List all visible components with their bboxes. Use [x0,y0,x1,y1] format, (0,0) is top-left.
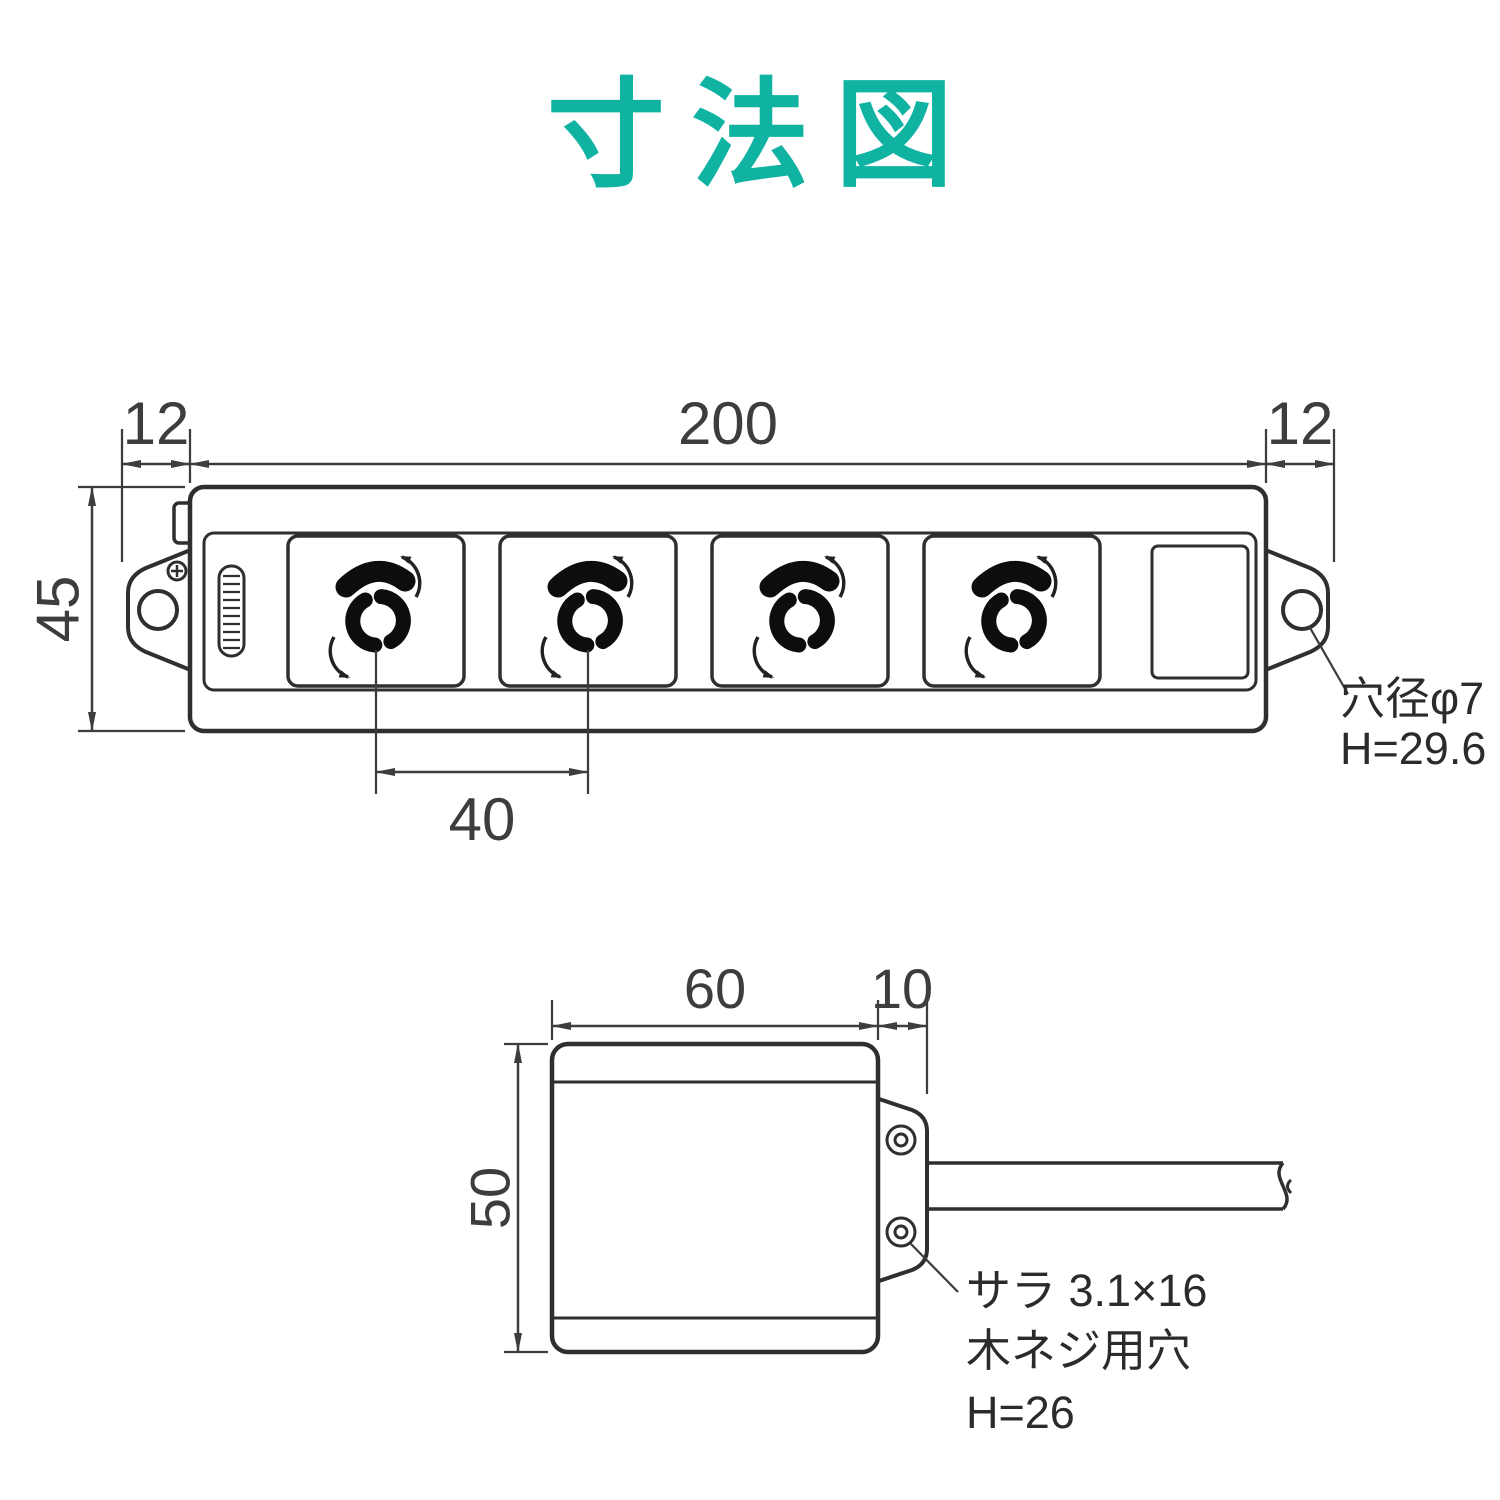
cord-break-line [1277,1161,1289,1211]
dim-top-widths: 12 200 12 [120,390,1336,562]
top-view-drawing: 12 200 12 45 40 穴径φ7 H=29.6 [25,390,1487,853]
page-title: 寸法図 [547,70,979,202]
dim-top-height: 45 [25,485,185,733]
side-view-drawing: 60 10 50 サラ 3.1×16 木ネジ用穴 H=26 [459,957,1293,1438]
dim-side-height: 50 [459,1042,548,1354]
left-tab-hole [137,589,179,631]
dim-value-body-width: 200 [678,390,778,457]
cord-ridge-body [217,564,246,658]
dim-value-left-tab: 12 [123,390,190,457]
mount-screw-icon [166,560,188,582]
leader-line [909,1242,959,1293]
hole-note-line2: H=29.6 [1340,723,1486,774]
outlet-frame [922,534,1102,688]
label-area [1150,544,1250,680]
outlet-panel [202,531,1258,692]
cord-break-mark [1286,1178,1293,1195]
right-tab-hole [1281,589,1323,631]
side-body [549,1041,881,1355]
outlet-cell-3 [710,534,890,688]
screw-note-line2: 木ネジ用穴 [966,1325,1191,1376]
power-cord [927,1161,1293,1211]
screw-hole-bottom [885,1216,917,1248]
dim-value-height: 45 [25,576,92,643]
dim-value-pitch: 40 [449,786,516,853]
screw-hole-top [885,1124,917,1156]
cord-fill [929,1165,1283,1207]
hole-note-line1: 穴径φ7 [1340,673,1484,724]
dim-outlet-pitch: 40 [374,650,590,853]
outlet-frame [710,534,890,688]
dim-side-widths: 60 10 [550,957,933,1094]
leader-line [1308,625,1349,695]
hole-note: 穴径φ7 H=29.6 [1308,625,1486,774]
cord-ridge [217,564,246,658]
screw-note-line1: サラ 3.1×16 [966,1265,1207,1316]
dim-value-side-tab: 10 [871,957,933,1020]
screw-note-line3: H=26 [966,1387,1075,1438]
screw-note: サラ 3.1×16 木ネジ用穴 H=26 [909,1242,1207,1438]
dim-value-side-height: 50 [459,1167,522,1229]
dim-value-right-tab: 12 [1267,390,1334,457]
dim-value-side-width: 60 [684,957,746,1020]
outlet-cell-4 [922,534,1102,688]
cord-ridge-ribs [223,574,240,650]
